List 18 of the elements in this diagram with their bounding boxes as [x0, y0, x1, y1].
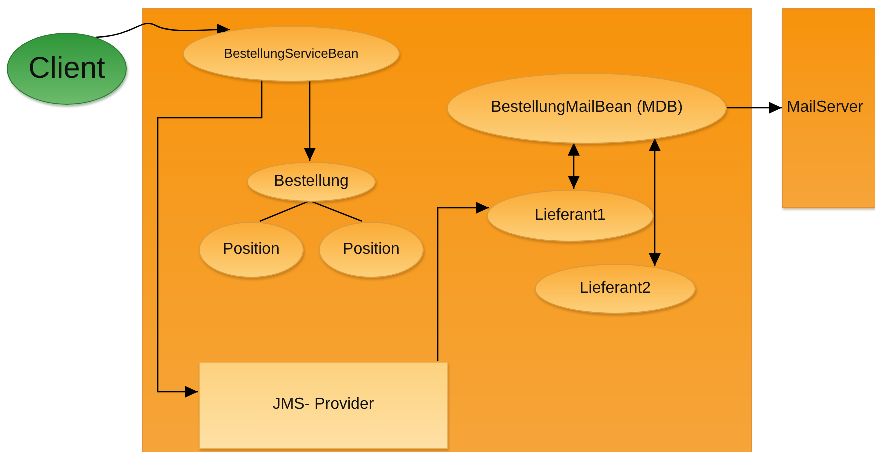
entity-ellipse: Lieferant1: [487, 190, 654, 242]
arrow: [568, 142, 580, 190]
arrow: [649, 138, 661, 266]
entity-ellipse: Position: [319, 222, 424, 278]
arrow: [96, 23, 230, 38]
arrow: [726, 102, 782, 114]
arrow: [437, 202, 490, 361]
bean-ellipse: BestellungMailBean (MDB): [447, 73, 727, 144]
arrow: [304, 80, 316, 161]
container-panel: [142, 8, 752, 452]
entity-ellipse: Lieferant2: [535, 264, 696, 314]
server-box: MailServer: [782, 8, 875, 208]
entity-ellipse: Position: [199, 222, 304, 278]
provider-box: JMS- Provider: [199, 362, 448, 449]
entity-ellipse: Bestellung: [247, 162, 376, 202]
arrow: [157, 80, 263, 398]
client-ellipse: Client: [7, 33, 127, 105]
bean-ellipse: BestellungServiceBean: [183, 26, 400, 82]
